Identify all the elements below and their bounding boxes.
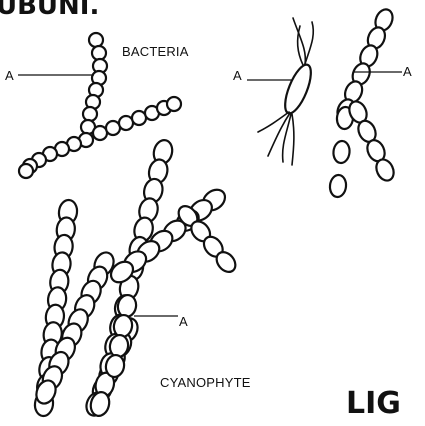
header-fragment: UBUNI. bbox=[0, 0, 99, 21]
coccus-cell bbox=[93, 126, 107, 140]
coccus-cell bbox=[92, 46, 106, 60]
filament-cell bbox=[329, 174, 347, 198]
coccus-cell bbox=[106, 121, 120, 135]
corner-fragment: LIG bbox=[346, 386, 401, 421]
coccus-cell bbox=[89, 33, 103, 47]
coccus-cell bbox=[19, 164, 33, 178]
coccus-cell bbox=[83, 107, 97, 121]
coccus-cell bbox=[167, 97, 181, 111]
filament-cell bbox=[332, 140, 350, 164]
middle-pointer-label: A bbox=[233, 68, 242, 83]
right-filament-figure bbox=[329, 7, 397, 198]
coccus-cell bbox=[119, 116, 133, 130]
cyanophyte-pointer-label: A bbox=[179, 314, 188, 329]
flagellated-cell-figure bbox=[258, 18, 316, 165]
right-pointer-label: A bbox=[403, 64, 412, 79]
coccus-cell bbox=[132, 111, 146, 125]
bacteria-title: BACTERIA bbox=[122, 44, 189, 59]
cyanophyte-title: CYANOPHYTE bbox=[160, 375, 251, 390]
bacteria-pointer-label: A bbox=[5, 68, 14, 83]
